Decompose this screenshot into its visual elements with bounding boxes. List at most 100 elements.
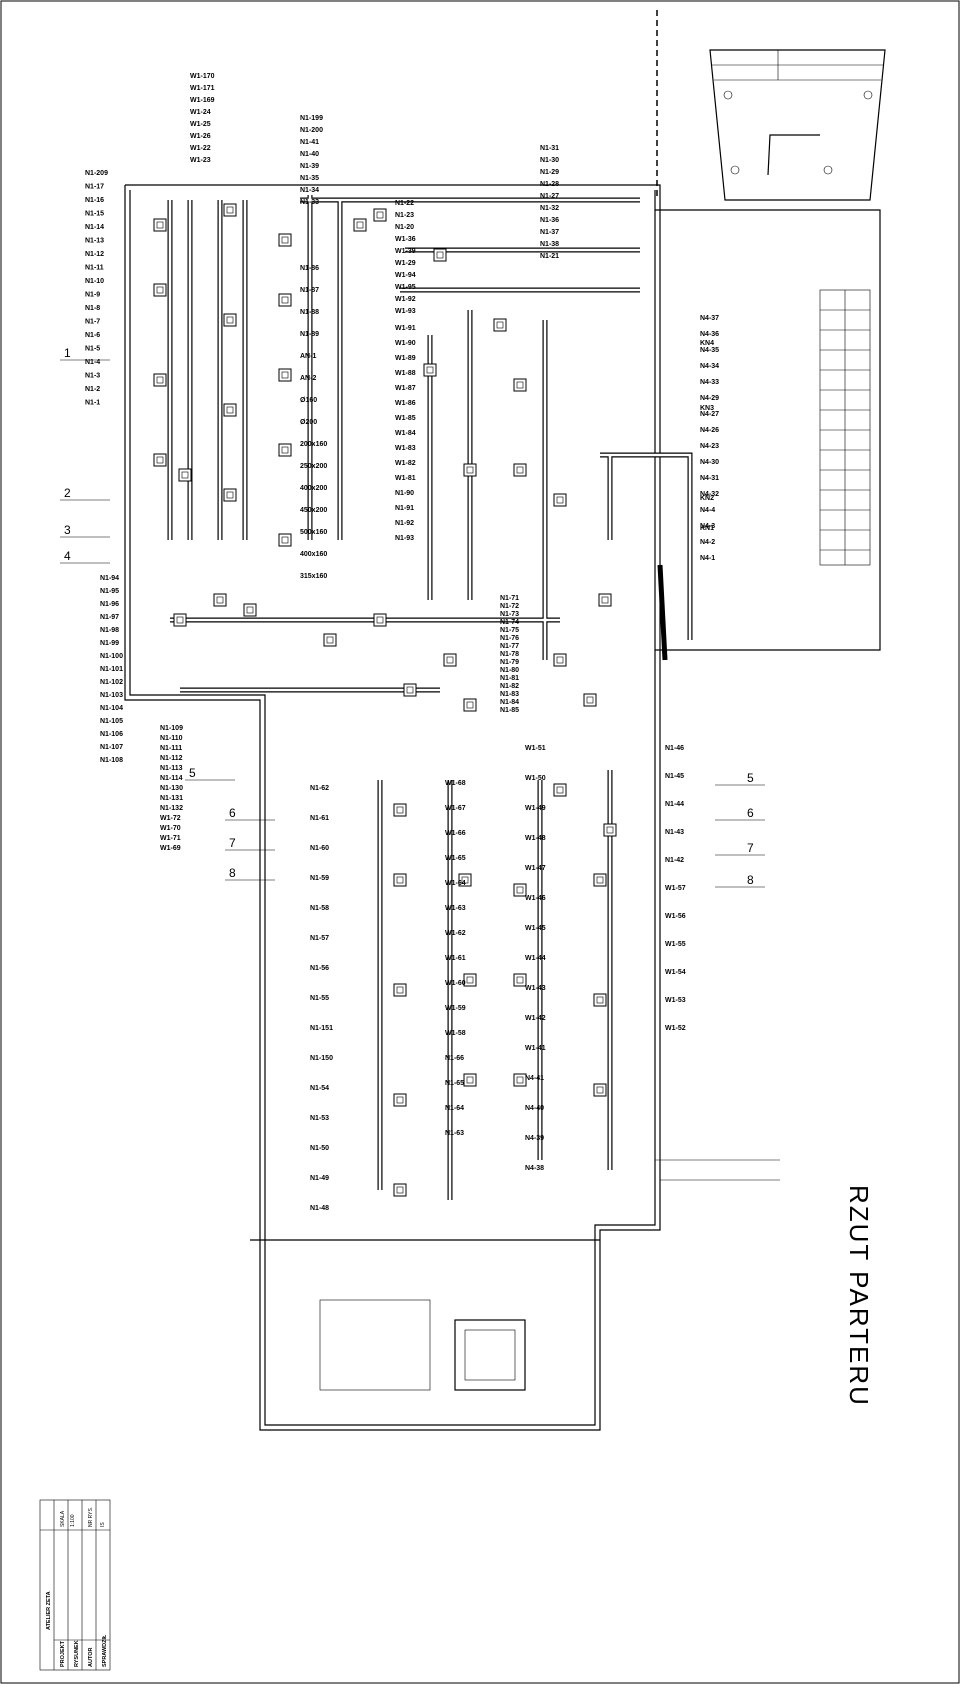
equipment-label: W1-169 (190, 97, 215, 104)
svg-text:4: 4 (64, 549, 71, 563)
equipment-label: 200x160 (300, 441, 327, 448)
diffuser-core-21 (466, 466, 474, 474)
equipment-label: W1-45 (525, 925, 546, 932)
diffuser-core-28 (406, 686, 414, 694)
equipment-label: N1-60 (310, 845, 329, 852)
equipment-label: N4-30 (700, 459, 719, 466)
diffuser-core-43 (596, 1086, 604, 1094)
svg-text:3: 3 (64, 523, 71, 537)
diffuser-core-11 (281, 296, 289, 304)
diffuser-core-44 (556, 786, 564, 794)
diffuser-core-19 (516, 381, 524, 389)
equipment-label: N1-85 (500, 707, 519, 714)
equipment-label: W1-95 (395, 284, 416, 291)
diffuser-17 (433, 248, 447, 262)
equipment-label: W1-81 (395, 475, 416, 482)
section-mark-7: 7 (225, 836, 275, 851)
equipment-label: N1-45 (665, 773, 684, 780)
equipment-label: N1-38 (540, 241, 559, 248)
equipment-label: N1-9 (85, 292, 100, 299)
equipment-label: N4-34 (700, 363, 719, 370)
equipment-label: W1-52 (665, 1025, 686, 1032)
equipment-tag-kn3: KN3 (700, 405, 714, 412)
equipment-label: N1-63 (445, 1130, 464, 1137)
diffuser-14 (278, 533, 292, 547)
diffuser-49 (443, 653, 457, 667)
diffuser-42 (593, 993, 607, 1007)
equipment-label: N1-88 (300, 309, 319, 316)
diffuser-core-26 (246, 606, 254, 614)
equipment-label: N1-91 (395, 505, 414, 512)
diffuser-6 (223, 203, 237, 217)
equipment-label: N1-130 (160, 785, 183, 792)
equipment-label: N1-11 (85, 265, 104, 272)
tb-label-projekt: PROJEKT (60, 1640, 66, 1667)
diffuser-19 (513, 378, 527, 392)
equipment-label: W1-64 (445, 880, 466, 887)
diffuser-core-30 (396, 806, 404, 814)
equipment-label: W1-26 (190, 133, 211, 140)
equipment-label: Ø160 (300, 397, 317, 404)
equipment-label: N1-37 (540, 229, 559, 236)
equipment-tag-kn1: KN1 (700, 525, 714, 532)
equipment-label: N1-4 (85, 359, 100, 366)
tb-sheet-label: NR RYS. (88, 1507, 94, 1527)
equipment-label: N1-44 (665, 801, 684, 808)
equipment-label: N1-100 (100, 653, 123, 660)
equipment-label: W1-83 (395, 445, 416, 452)
diffuser-36 (463, 973, 477, 987)
equipment-label: N1-73 (500, 611, 519, 618)
equipment-label: N4-32 (700, 491, 719, 498)
diffuser-28 (403, 683, 417, 697)
diffuser-core-20 (426, 366, 434, 374)
equipment-label: N1-32 (540, 205, 559, 212)
equipment-label: N4-33 (700, 379, 719, 386)
equipment-label: N1-209 (85, 170, 108, 177)
diffuser-12 (278, 368, 292, 382)
equipment-label: N1-87 (300, 287, 319, 294)
equipment-label: N1-56 (310, 965, 329, 972)
section-mark-right-8: 8 (715, 873, 765, 888)
svg-text:8: 8 (229, 866, 236, 880)
equipment-label: N1-150 (310, 1055, 333, 1062)
diffuser-core-48 (556, 656, 564, 664)
equipment-label: N4-2 (700, 539, 715, 546)
equipment-label: N1-27 (540, 193, 559, 200)
equipment-tag-kn2: KN2 (700, 495, 714, 502)
drawing-title: RZUT PARTERU (844, 1185, 874, 1407)
equipment-label: N1-61 (310, 815, 329, 822)
diffuser-core-31 (396, 876, 404, 884)
diffuser-core-24 (176, 616, 184, 624)
equipment-label: N1-2 (85, 386, 100, 393)
equipment-label: W1-89 (395, 355, 416, 362)
equipment-label: N1-106 (100, 731, 123, 738)
diffuser-core-22 (516, 466, 524, 474)
equipment-label: W1-22 (190, 145, 211, 152)
equipment-label: N1-22 (395, 200, 414, 207)
tb-sheet-value: IS (100, 1522, 106, 1527)
equipment-label: N1-75 (500, 627, 519, 634)
diffuser-18 (493, 318, 507, 332)
equipment-label: N1-15 (85, 211, 104, 218)
equipment-label: N1-90 (395, 490, 414, 497)
equipment-label: N1-151 (310, 1025, 333, 1032)
equipment-label: W1-171 (190, 85, 215, 92)
equipment-label: N1-132 (160, 805, 183, 812)
diffuser-core-39 (516, 976, 524, 984)
diffuser-10 (278, 233, 292, 247)
equipment-label: N4-38 (525, 1165, 544, 1172)
equipment-label: N1-94 (100, 575, 119, 582)
equipment-label: N1-48 (310, 1205, 329, 1212)
equipment-label: N1-43 (665, 829, 684, 836)
equipment-label: W1-48 (525, 835, 546, 842)
equipment-label: N1-58 (310, 905, 329, 912)
equipment-label: W1-88 (395, 370, 416, 377)
diffuser-31 (393, 873, 407, 887)
diffuser-7 (223, 313, 237, 327)
diffuser-core-10 (281, 236, 289, 244)
tb-label-rysunek: RYSUNEK (74, 1640, 80, 1667)
equipment-label: N1-74 (500, 619, 519, 626)
equipment-label: N1-78 (500, 651, 519, 658)
equipment-label: N4-26 (700, 427, 719, 434)
equipment-label: N1-30 (540, 157, 559, 164)
